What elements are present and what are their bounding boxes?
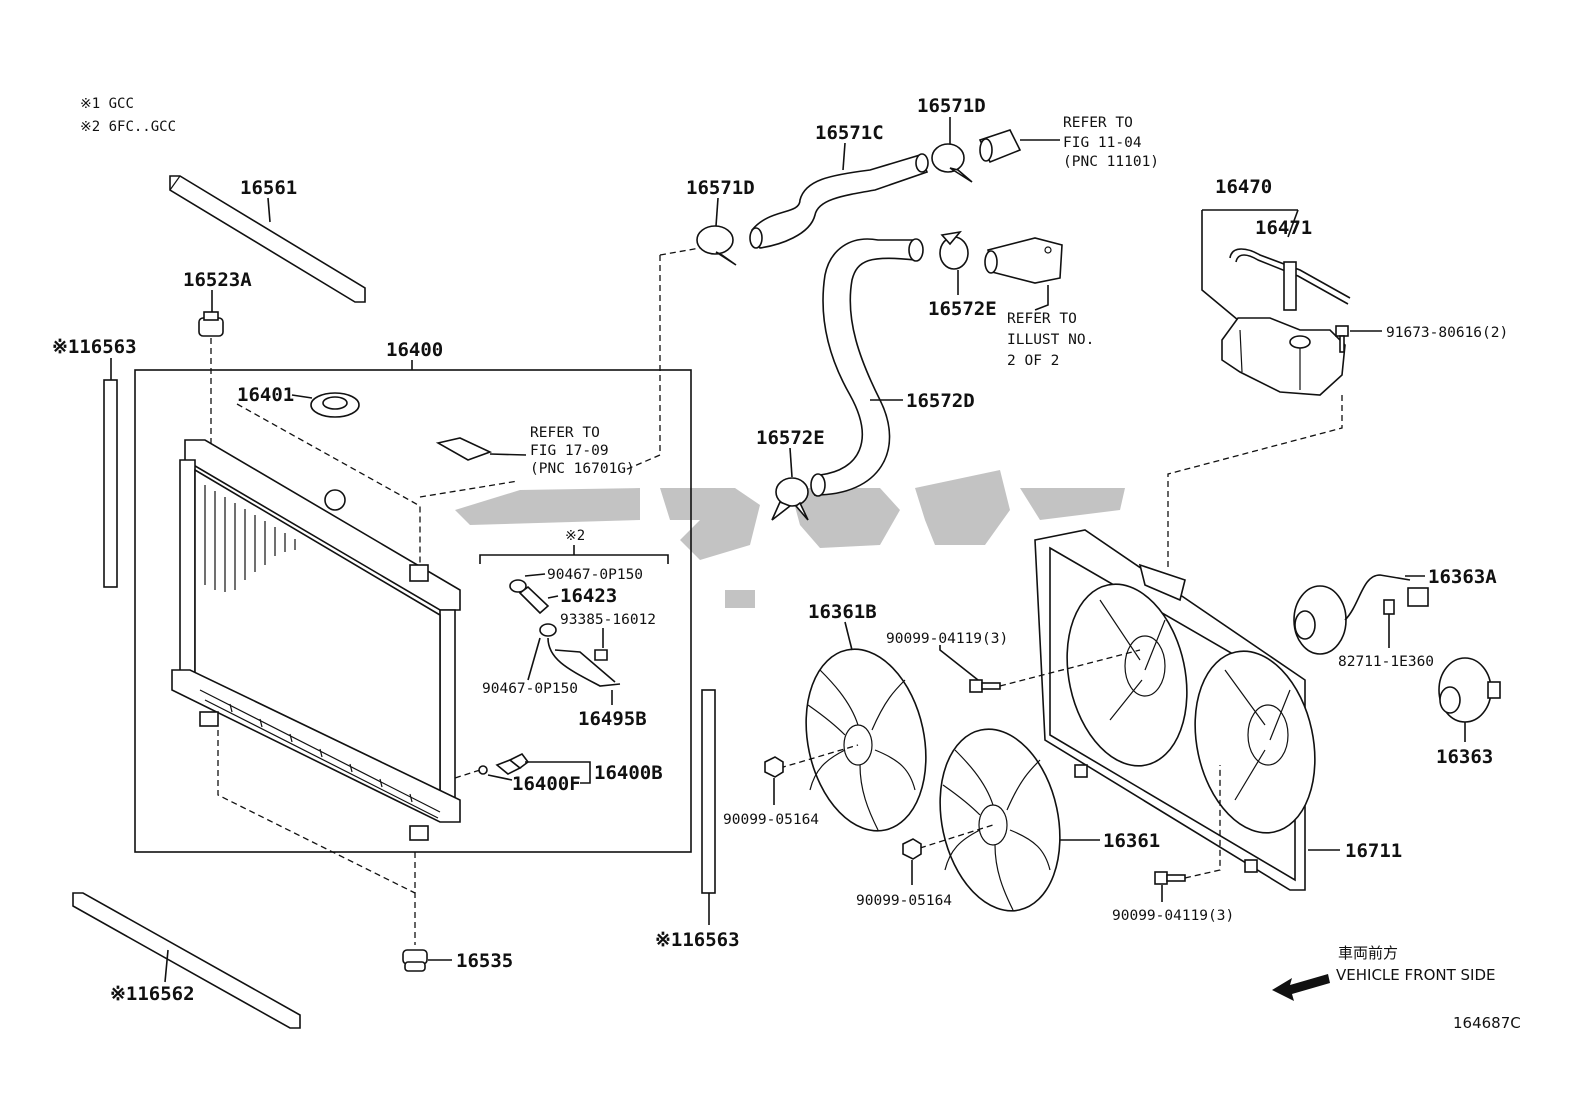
part-label-16571C: 16571C bbox=[815, 122, 884, 144]
ref-fig-11-04-line3: (PNC 11101) bbox=[1063, 154, 1159, 170]
part-label-16711: 16711 bbox=[1345, 840, 1402, 862]
ref-fig-11-04-line2: FIG 11-04 bbox=[1063, 135, 1142, 151]
front-direction-arrow-icon bbox=[1272, 974, 1330, 1001]
part-label-90099-05164-bot: 90099-05164 bbox=[856, 893, 952, 909]
drain-plug-shape bbox=[478, 752, 530, 775]
fan-motor-16363-shape bbox=[1438, 657, 1501, 723]
clamp-16571D-left-shape bbox=[696, 225, 737, 266]
ref-illust-line3: 2 OF 2 bbox=[1007, 353, 1059, 369]
hose-16423-shape bbox=[509, 579, 621, 687]
ref-fig-17-09-line2: FIG 17-09 bbox=[530, 443, 609, 459]
part-label-16572E-top: 16572E bbox=[928, 298, 997, 320]
part-label-16400: 16400 bbox=[386, 339, 443, 361]
part-label-16535: 16535 bbox=[456, 950, 513, 972]
outlet-pipe-shape bbox=[978, 129, 1022, 164]
part-label-90099-04119-top: 90099-04119(3) bbox=[886, 631, 1008, 647]
part-label-82711: 82711-1E360 bbox=[1338, 654, 1434, 670]
part-label-90467-top: 90467-0P150 bbox=[547, 567, 643, 583]
part-label-16471: 16471 bbox=[1255, 217, 1312, 239]
seal-16563-left-shape bbox=[103, 379, 118, 588]
clamp-16571D-top-shape bbox=[931, 143, 973, 183]
bolt-top-shape bbox=[969, 679, 1001, 693]
water-inlet-shape bbox=[984, 237, 1063, 284]
radiator-core-shape bbox=[171, 439, 461, 841]
part-label-91673: 91673-80616(2) bbox=[1386, 325, 1508, 341]
part-label-16571D-top: 16571D bbox=[917, 95, 986, 117]
lower-hose-shape bbox=[810, 238, 924, 497]
note-6fc-gcc: ※2 6FC..GCC bbox=[80, 119, 176, 135]
part-label-90099-05164-left: 90099-05164 bbox=[723, 812, 819, 828]
part-label-16561: 16561 bbox=[240, 177, 297, 199]
figure-id: 164687C bbox=[1453, 1014, 1521, 1032]
bolt-bottom-shape bbox=[1154, 871, 1186, 885]
watermark-logo bbox=[455, 470, 1125, 608]
nut-left-shape bbox=[764, 756, 784, 778]
radiator-assembly-box bbox=[134, 369, 692, 853]
part-label-16562: ※116562 bbox=[110, 983, 195, 1005]
nut-bottom-shape bbox=[902, 838, 922, 860]
part-label-16363: 16363 bbox=[1436, 746, 1493, 768]
ref-fig-17-09-line3: (PNC 16701G) bbox=[530, 461, 635, 477]
part-label-93385: 93385-16012 bbox=[560, 612, 656, 628]
direction-label-jp: 車両前方 bbox=[1338, 944, 1398, 962]
clamp-16572E-top-shape bbox=[939, 230, 969, 270]
ref-illust-line2: ILLUST NO. bbox=[1007, 332, 1094, 348]
part-label-16470: 16470 bbox=[1215, 176, 1272, 198]
seal-16561-shape bbox=[169, 175, 366, 303]
upper-hose-shape bbox=[749, 153, 929, 249]
fan-motor-16363A-shape bbox=[1293, 574, 1429, 655]
part-label-90467-bot: 90467-0P150 bbox=[482, 681, 578, 697]
label-plate-shape bbox=[435, 437, 493, 461]
part-label-16400B: 16400B bbox=[594, 762, 663, 784]
part-label-16423: 16423 bbox=[560, 585, 617, 607]
seal-16562-shape bbox=[72, 892, 301, 1029]
part-label-16361B: 16361B bbox=[808, 601, 877, 623]
part-label-16572E-left: 16572E bbox=[756, 427, 825, 449]
part-label-16400F: 16400F bbox=[512, 773, 581, 795]
cushion-16523A-shape bbox=[198, 311, 224, 337]
ref-fig-17-09-line1: REFER TO bbox=[530, 425, 600, 441]
part-label-16363A: 16363A bbox=[1428, 566, 1497, 588]
clamp-16572E-left-shape bbox=[771, 477, 809, 521]
fan-16361B-shape bbox=[805, 648, 927, 832]
part-label-16495B: 16495B bbox=[578, 708, 647, 730]
fan-shroud-shape bbox=[1034, 529, 1316, 891]
direction-label-en: VEHICLE FRONT SIDE bbox=[1336, 966, 1496, 984]
seal-16563-right-shape bbox=[701, 689, 716, 894]
radiator-cap-16401-shape bbox=[310, 392, 360, 418]
note2-marker: ※2 bbox=[565, 528, 585, 544]
part-label-16572D: 16572D bbox=[906, 390, 975, 412]
ref-illust-line1: REFER TO bbox=[1007, 311, 1077, 327]
bolt-91673-shape bbox=[1335, 325, 1349, 353]
part-label-16401: 16401 bbox=[237, 384, 294, 406]
part-label-16571D-left: 16571D bbox=[686, 177, 755, 199]
cushion-16535-shape bbox=[402, 949, 428, 972]
fan-16361-shape bbox=[939, 728, 1061, 912]
reservoir-tank-shape bbox=[1221, 317, 1346, 396]
part-label-16523A: 16523A bbox=[183, 269, 252, 291]
note-gcc: ※1 GCC bbox=[80, 96, 134, 112]
reservoir-hose-shape bbox=[1229, 248, 1351, 311]
part-label-16563-left: ※116563 bbox=[52, 336, 137, 358]
part-label-16361: 16361 bbox=[1103, 830, 1160, 852]
part-label-90099-04119-bot: 90099-04119(3) bbox=[1112, 908, 1234, 924]
part-label-16563-right: ※116563 bbox=[655, 929, 740, 951]
ref-fig-11-04-line1: REFER TO bbox=[1063, 115, 1133, 131]
